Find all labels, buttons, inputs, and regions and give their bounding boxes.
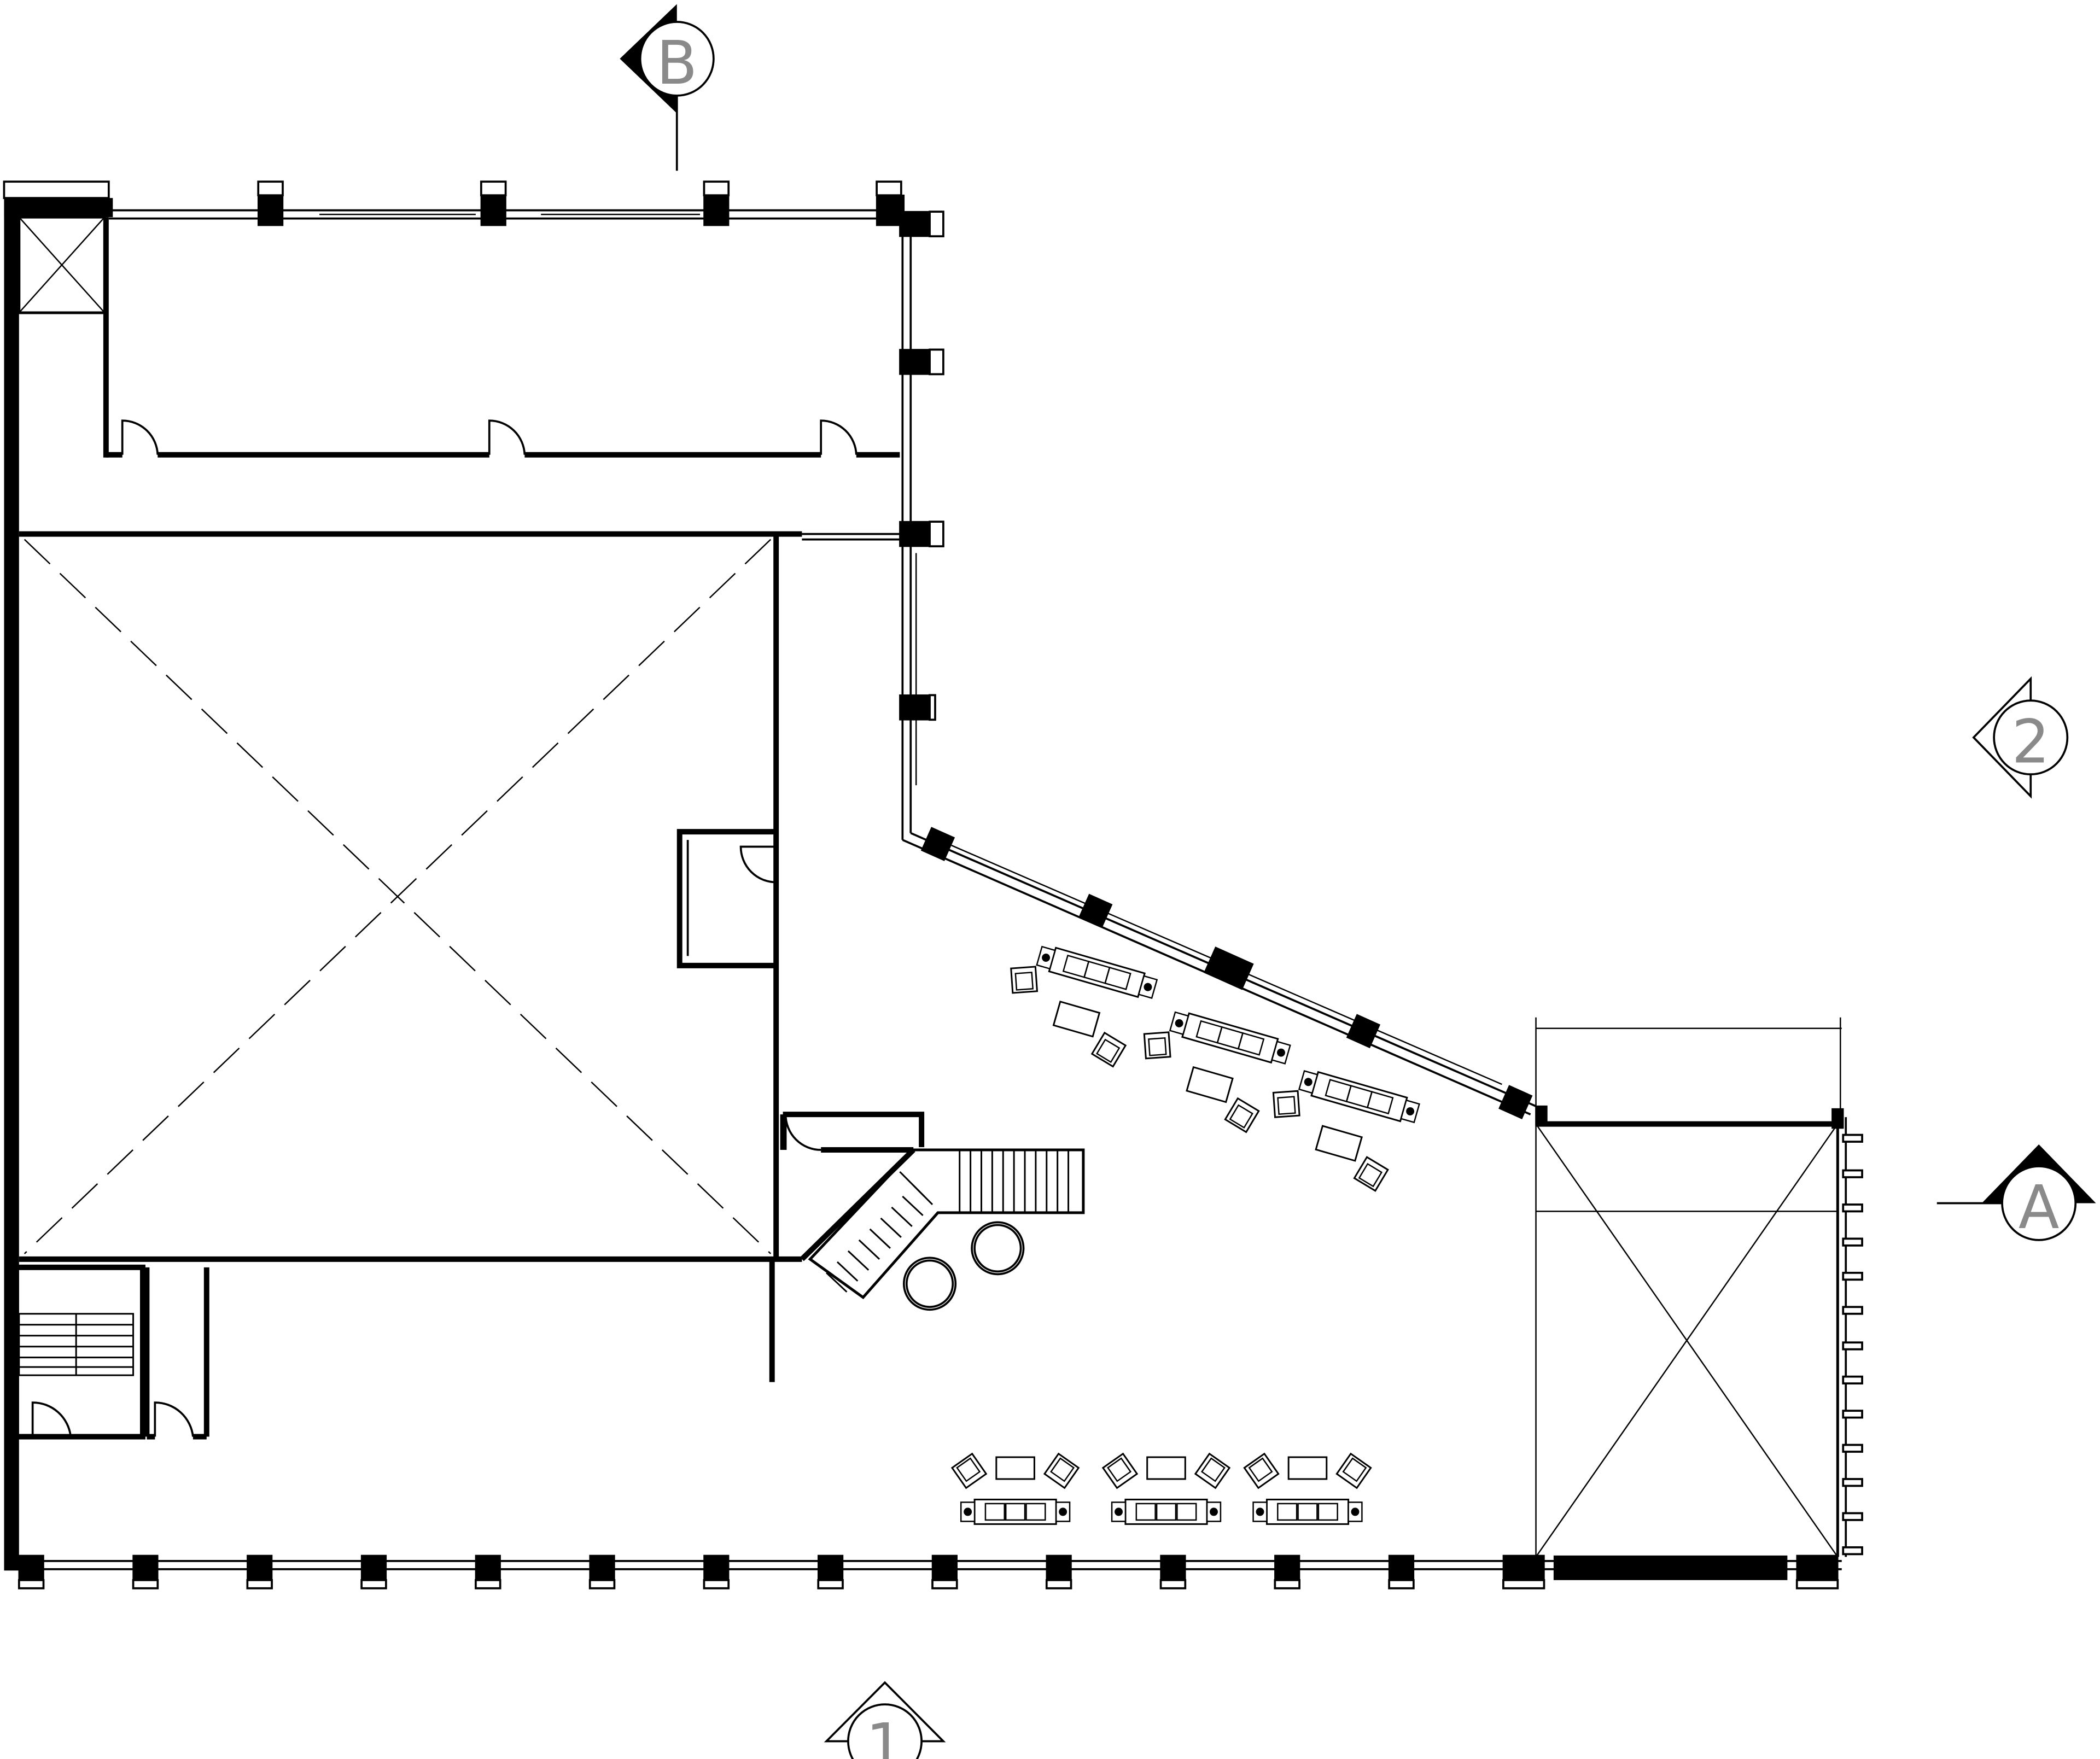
- marker-label-b: B: [656, 28, 697, 98]
- lounge-furniture-south: [951, 1453, 1372, 1525]
- elevation-marker-1: 1: [824, 1681, 946, 1759]
- doors: [31, 419, 858, 1437]
- elevation-marker-2: 2: [1972, 676, 2069, 799]
- stairs-main: [808, 1148, 1085, 1300]
- open-to-below-hall: [24, 539, 772, 1254]
- exterior-walls: [3, 180, 1847, 1580]
- tower-void: [1535, 1017, 1844, 1558]
- section-marker-b: B: [620, 4, 715, 171]
- stairs-sw: [18, 1313, 135, 1376]
- interior-walls: [13, 215, 1842, 1440]
- section-marker-a: A: [1936, 1144, 2096, 1242]
- structural-columns: [18, 180, 1839, 1589]
- tower-mullions: [1842, 1133, 1863, 1556]
- round-tables: [902, 1221, 1025, 1311]
- marker-label-1: 1: [866, 1710, 904, 1759]
- marker-label-a: A: [2019, 1172, 2060, 1242]
- marker-label-2: 2: [2011, 706, 2050, 776]
